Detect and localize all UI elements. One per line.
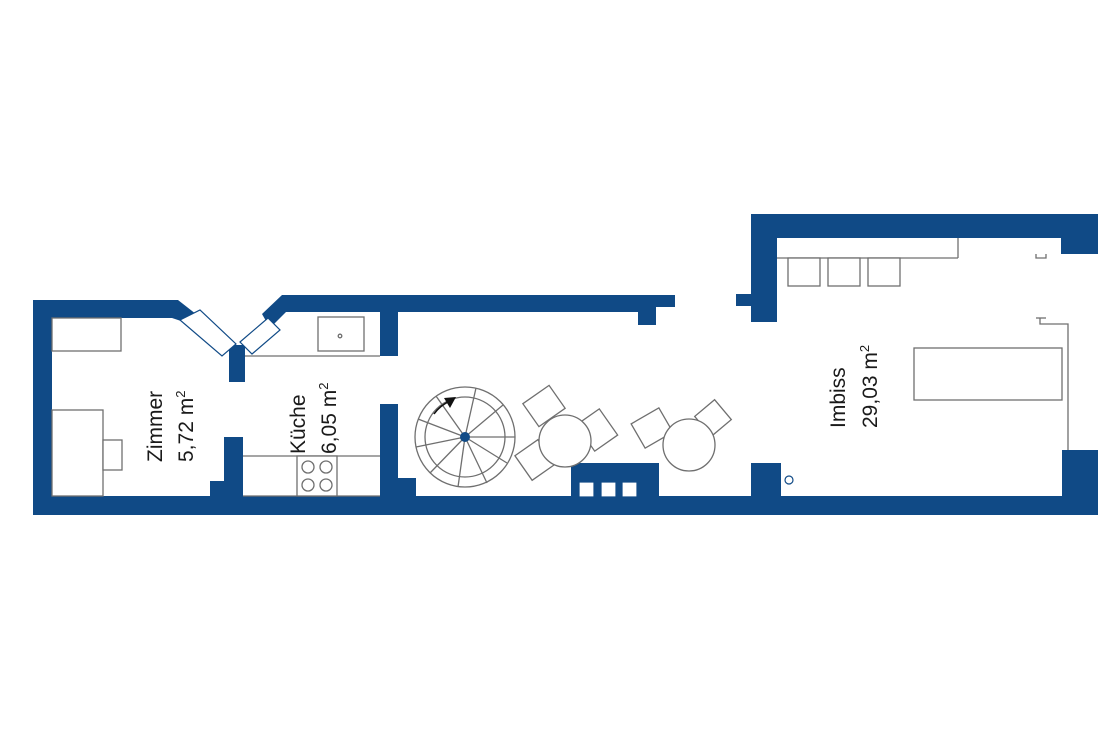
- wall-divider-zk-lower: [224, 437, 243, 499]
- fixtures: [51, 238, 1069, 497]
- table-1: [538, 414, 592, 468]
- column-marker: [784, 475, 794, 485]
- wall-imbiss-top: [751, 214, 1098, 238]
- stove-burner-3: [301, 478, 315, 492]
- chair-2a: [630, 406, 674, 450]
- sink-drain: [337, 333, 343, 339]
- chair-1a: [521, 384, 567, 428]
- window-kueche: [239, 317, 281, 355]
- room-name-imbiss: Imbiss: [827, 367, 850, 428]
- stove-burner-1: [301, 460, 315, 474]
- room-name-kueche: Küche: [287, 394, 310, 454]
- spiral-staircase-icon: [414, 386, 516, 488]
- direction-arrow-head: [444, 397, 456, 408]
- bar-stool-2: [827, 257, 861, 287]
- wall-imbiss-right-bottom: [1062, 450, 1098, 510]
- bar-stool-3: [867, 257, 901, 287]
- room-name-zimmer: Zimmer: [144, 391, 167, 462]
- window-zimmer: [178, 309, 237, 357]
- vent-2: [600, 481, 617, 498]
- room-area-kueche: 6,05 m2: [316, 383, 341, 454]
- wall-top-stub: [638, 307, 656, 325]
- wall-divider-zk-foot: [210, 481, 226, 499]
- wall-divider-ki-lower: [380, 404, 398, 499]
- stove-burner-2: [319, 460, 333, 474]
- zimmer-shelf: [51, 317, 122, 352]
- wall-imbiss-right-top: [1061, 214, 1098, 254]
- staircase-center: [460, 432, 470, 442]
- zimmer-chair: [102, 439, 123, 471]
- table-chairs-icon: [514, 384, 619, 482]
- wall-left: [33, 300, 52, 515]
- bar-stool-1: [787, 257, 821, 287]
- table-chairs-icon-2: [630, 398, 733, 472]
- stove-body: [296, 455, 338, 497]
- zimmer-desk: [51, 409, 104, 497]
- walls: [33, 214, 1098, 515]
- wall-imbiss-left: [751, 214, 777, 322]
- wall-bottom: [33, 496, 1098, 515]
- table-2: [662, 418, 716, 472]
- staircase-treads: [415, 387, 515, 488]
- stove-icon: [296, 455, 338, 497]
- stove-burner-4: [319, 478, 333, 492]
- imbiss-right-door-frame: [1035, 254, 1047, 259]
- wall-imbiss-bottom-bump: [751, 463, 781, 499]
- room-labels: Zimmer 5,72 m2 Küche 6,05 m2 Imbiss 29,0…: [144, 345, 882, 462]
- imbiss-display-counter: [913, 347, 1063, 401]
- room-area-imbiss: 29,03 m2: [857, 345, 882, 428]
- room-area-zimmer: 5,72 m2: [173, 391, 198, 462]
- sink-icon: [317, 316, 365, 352]
- wall-zimmer-diagonal: [229, 345, 245, 382]
- wall-divider-ki-upper: [380, 312, 398, 356]
- vent-3: [621, 481, 638, 498]
- wall-divider-ki-foot: [398, 478, 416, 498]
- imbiss-right-counter: [1039, 318, 1069, 450]
- wall-kueche-top: [262, 295, 675, 328]
- vent-1: [578, 481, 595, 498]
- wall-imbiss-left-nub: [736, 294, 752, 306]
